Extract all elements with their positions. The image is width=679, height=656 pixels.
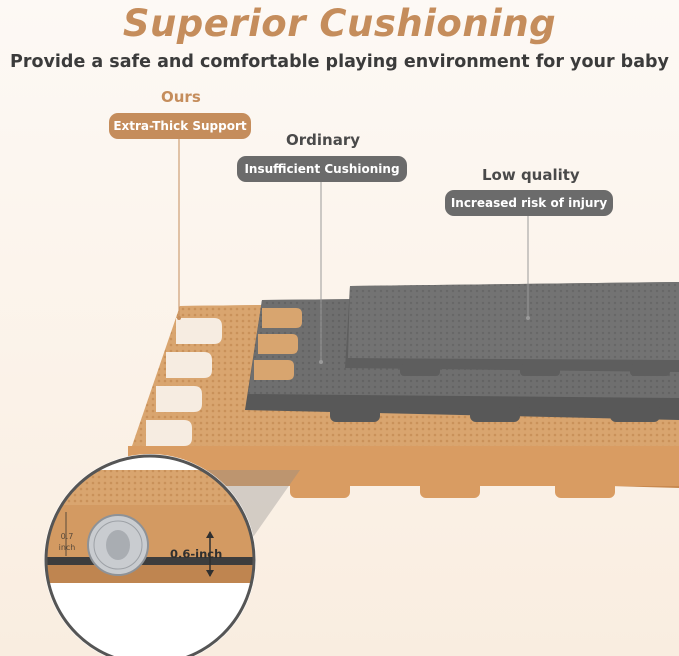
ours-pill: Extra-Thick Support (109, 113, 251, 139)
low-quality-pill: Increased risk of injury (445, 190, 613, 216)
low-quality-mat (345, 282, 679, 376)
compare-thickness-label: 0.6-inch (170, 547, 223, 561)
ordinary-pill: Insufficient Cushioning (237, 156, 407, 182)
page-title: Superior Cushioning (122, 2, 557, 45)
low-quality-heading: Low quality (482, 166, 580, 184)
ours-thickness-unit: inch (58, 543, 76, 552)
ours-heading: Ours (161, 88, 201, 106)
ours-thickness-value: 0.7 (60, 532, 74, 541)
thickness-callout (44, 454, 256, 656)
leader-lines (178, 139, 529, 362)
ordinary-heading: Ordinary (286, 131, 361, 149)
page-subtitle: Provide a safe and comfortable playing e… (10, 52, 669, 72)
